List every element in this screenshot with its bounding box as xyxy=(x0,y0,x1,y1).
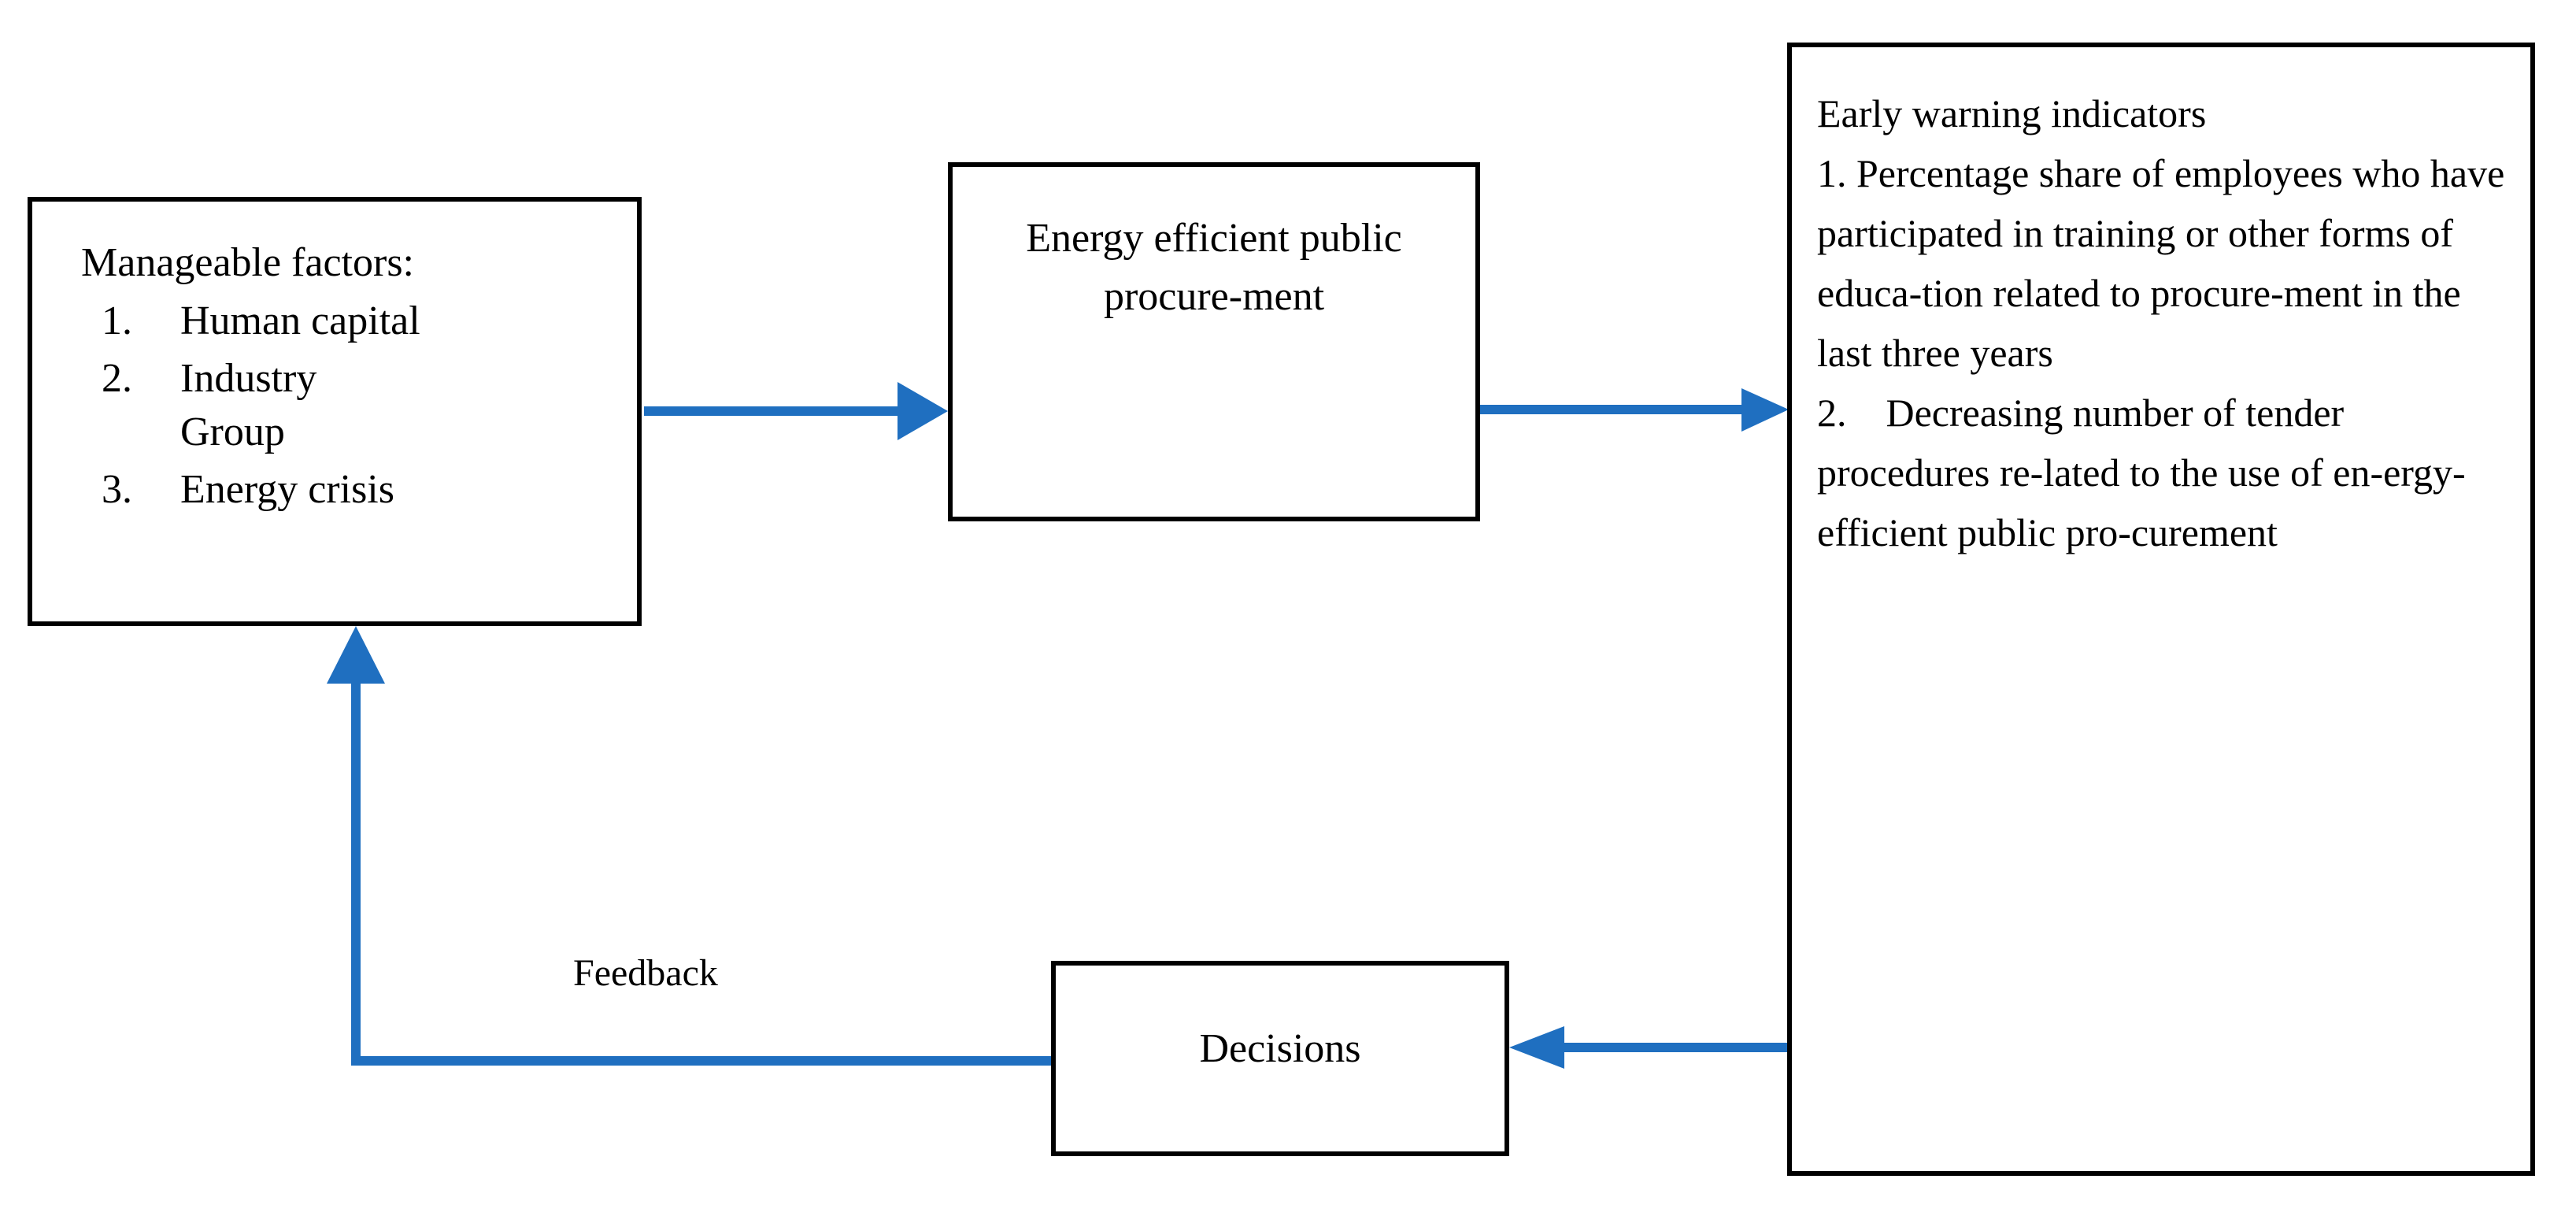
list-item-label: Energy crisis xyxy=(180,466,394,512)
node-manageable-factors: Manageable factors: 1. Human capital 2. … xyxy=(28,197,642,626)
decisions-text: Decisions xyxy=(1199,1026,1361,1071)
node-energy-efficient-public-procurement: Energy efficient public procure-ment xyxy=(948,162,1480,521)
list-item-number: 2. xyxy=(102,355,132,401)
list-item-number: 1. xyxy=(102,298,132,343)
arrow-decisions-to-factors-feedback xyxy=(327,626,1051,1066)
manageable-factors-list: 1. Human capital 2. Industry Group 3. En… xyxy=(32,295,637,521)
arrow-indicators-to-decisions xyxy=(1509,1026,1787,1069)
list-item: 2. Industry Group xyxy=(32,352,637,460)
list-item-label: Industry Group xyxy=(180,355,317,455)
list-item-number: 3. xyxy=(102,466,132,512)
node-decisions: Decisions xyxy=(1051,961,1509,1156)
node-early-warning-indicators: Early warning indicators 1. Percentage s… xyxy=(1787,43,2535,1176)
arrow-factors-to-eepp xyxy=(644,382,948,440)
manageable-factors-heading: Manageable factors: xyxy=(81,240,415,285)
list-item: 3. Energy crisis xyxy=(32,463,637,517)
list-item-label: Human capital xyxy=(180,298,420,343)
arrow-eepp-to-indicators xyxy=(1480,388,1789,432)
energy-efficient-public-procurement-text: Energy efficient public procure-ment xyxy=(1026,216,1402,319)
early-warning-indicators-text: Early warning indicators 1. Percentage s… xyxy=(1817,91,2505,554)
list-item: 1. Human capital xyxy=(32,295,637,349)
feedback-label: Feedback xyxy=(573,952,718,994)
